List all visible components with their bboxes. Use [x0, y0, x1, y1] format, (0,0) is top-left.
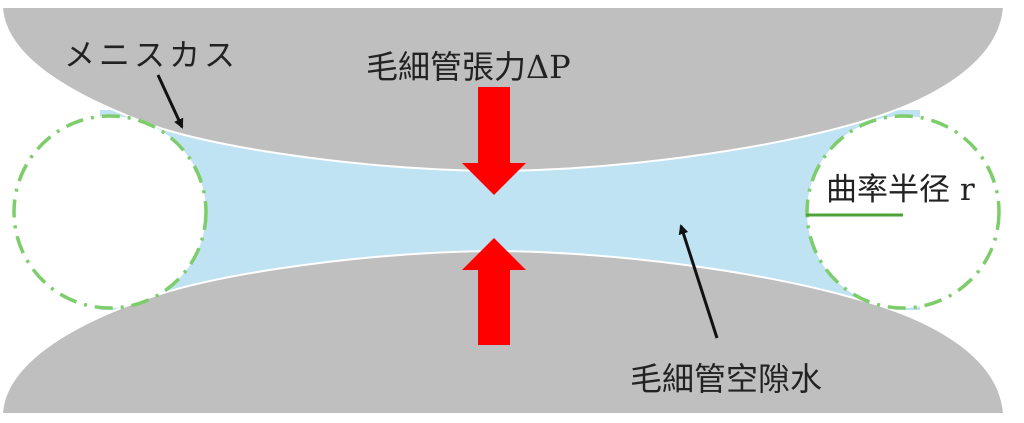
water-pointer-arrow: [678, 224, 719, 339]
force-arrow-up: [462, 238, 526, 345]
meniscus-circle-right: [805, 114, 1001, 310]
air-left: [14, 116, 206, 308]
meniscus-circle-left: [12, 114, 208, 310]
capillary-pore-water-label: 毛細管空隙水: [630, 360, 822, 398]
radius-of-curvature-label: 曲率半径 r: [826, 172, 975, 208]
meniscus-label: メニスカス: [64, 38, 239, 74]
capillary-tension-label: 毛細管張力ΔP: [366, 48, 571, 86]
meniscus-pointer-arrow: [156, 74, 184, 129]
air-right: [807, 116, 999, 308]
force-arrow-down: [462, 87, 526, 195]
